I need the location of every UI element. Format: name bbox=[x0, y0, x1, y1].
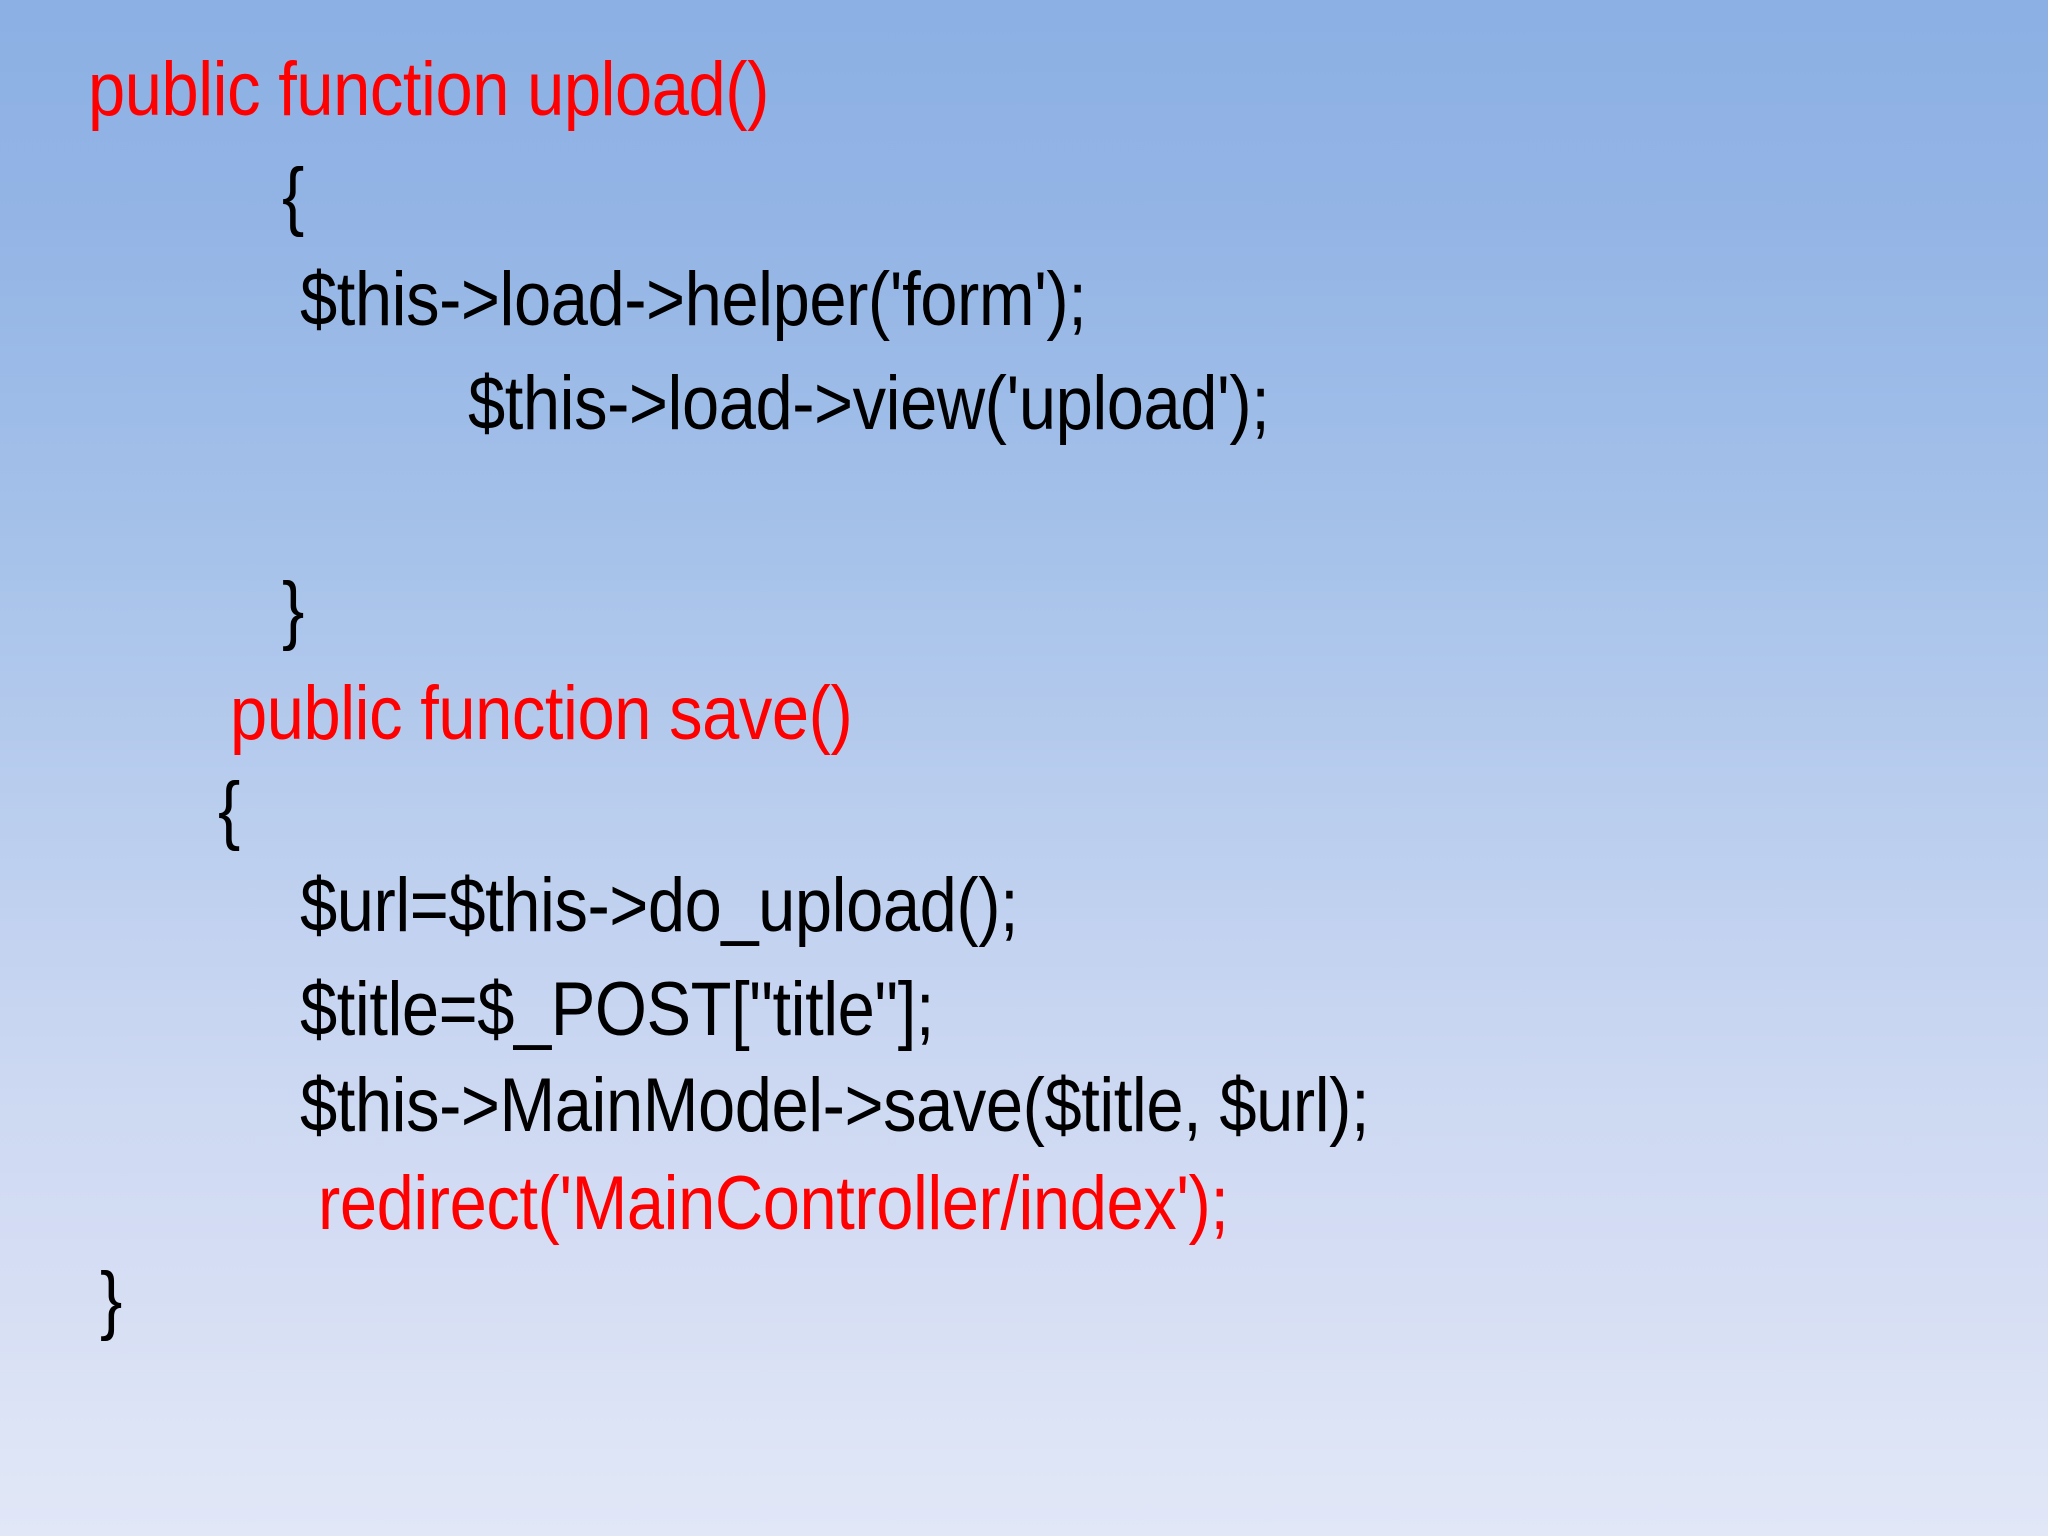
code-line-close-brace-upload: } bbox=[282, 567, 304, 652]
code-line-title-post: $title=$_POST["title"]; bbox=[300, 967, 934, 1052]
code-line-load-helper-form: $this->load->helper('form'); bbox=[300, 257, 1087, 342]
code-line-public-function-upload: public function upload() bbox=[88, 47, 769, 132]
code-line-close-brace-save: } bbox=[100, 1257, 122, 1342]
code-line-mainmodel-save: $this->MainModel->save($title, $url); bbox=[300, 1063, 1370, 1148]
code-line-public-function-save: public function save() bbox=[230, 671, 853, 756]
code-line-load-view-upload: $this->load->view('upload'); bbox=[468, 361, 1270, 446]
code-line-url-do-upload: $url=$this->do_upload(); bbox=[300, 863, 1019, 948]
code-line-open-brace-upload: { bbox=[282, 153, 304, 238]
code-line-open-brace-save: { bbox=[218, 767, 240, 852]
code-line-redirect-maincontroller-index: redirect('MainController/index'); bbox=[318, 1161, 1229, 1246]
